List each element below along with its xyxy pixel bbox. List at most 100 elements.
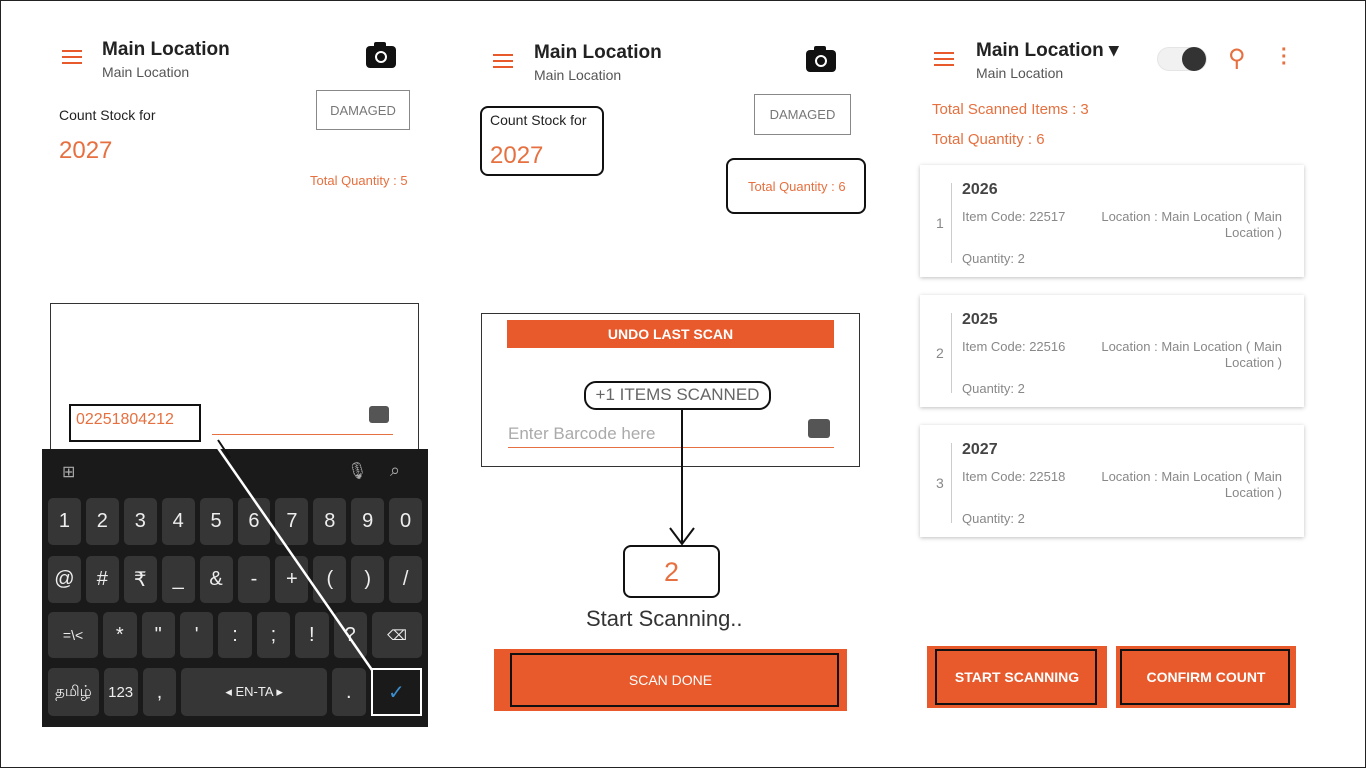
key[interactable]: @ (48, 556, 81, 603)
grid-icon[interactable]: ⊞ (62, 464, 76, 481)
menu-icon[interactable] (62, 50, 82, 64)
item-location: Location : Main Location ( Main Location… (1101, 209, 1282, 240)
items-scanned: +1 ITEMS SCANNED (595, 385, 760, 404)
item-index: 3 (936, 475, 944, 491)
key-language[interactable]: தமிழ் (48, 668, 99, 716)
key[interactable]: ' (179, 612, 214, 658)
key[interactable]: : (218, 612, 252, 658)
key[interactable]: 3 (123, 498, 157, 545)
key[interactable]: & (199, 556, 233, 603)
key[interactable]: ; (256, 612, 291, 658)
menu-icon[interactable] (493, 54, 513, 68)
barcode-callout (69, 404, 201, 442)
input-underline (508, 447, 834, 448)
total-quantity: Total Quantity : 6 (748, 179, 846, 194)
key[interactable]: 2 (85, 498, 119, 545)
camera-icon[interactable] (366, 42, 396, 68)
scan-count: 2 (663, 557, 680, 587)
annotation-line (216, 447, 374, 671)
key[interactable]: + (275, 556, 309, 603)
damaged-button[interactable]: DAMAGED (754, 94, 851, 135)
item-code: Item Code: 22517 (962, 209, 1066, 224)
menu-icon[interactable] (934, 52, 954, 66)
scanned-callout (584, 381, 771, 410)
key-123[interactable]: 123 (103, 668, 138, 716)
key[interactable]: 8 (313, 498, 347, 545)
camera-icon[interactable] (806, 46, 836, 72)
location-title: Main Location (102, 39, 230, 60)
key-dot[interactable]: . (331, 668, 366, 716)
arrow-head (669, 527, 695, 546)
item-quantity: Quantity: 2 (962, 511, 1025, 526)
divider (951, 183, 952, 263)
key-comma[interactable]: , (142, 668, 177, 716)
total-quantity: Total Quantity : 6 (932, 131, 1045, 148)
barcode-input[interactable]: Enter Barcode here (508, 424, 656, 443)
item-location: Location : Main Location ( Main Location… (1101, 339, 1282, 370)
keyboard-icon[interactable] (369, 406, 389, 423)
start-scanning-label: START SCANNING (954, 669, 1080, 685)
mic-icon[interactable]: 🎙 (347, 463, 368, 480)
item-index: 1 (936, 215, 944, 231)
scan-status: Start Scanning.. (586, 606, 743, 631)
keyboard-icon[interactable] (808, 419, 830, 438)
more-icon[interactable]: ··· (1281, 39, 1288, 75)
key[interactable]: 4 (161, 498, 195, 545)
key-enter[interactable]: ✓ (370, 668, 423, 716)
item-name: 2025 (962, 311, 998, 328)
search-icon[interactable]: ⚲ (1228, 45, 1246, 72)
key[interactable]: ! (295, 612, 329, 658)
item-quantity: Quantity: 2 (962, 381, 1025, 396)
confirm-count-button[interactable]: CONFIRM COUNT (1116, 646, 1296, 708)
search-icon[interactable]: ⌕ (390, 460, 401, 480)
key[interactable]: 1 (48, 498, 81, 545)
key[interactable]: - (237, 556, 271, 603)
scan-done-button[interactable]: SCAN DONE (494, 649, 847, 711)
count-callout (480, 106, 604, 176)
undo-last-scan-button[interactable]: UNDO LAST SCAN (507, 320, 834, 348)
item-code: Item Code: 22518 (962, 469, 1066, 484)
barcode-input[interactable]: 02251804212 (76, 411, 174, 428)
item-index: 2 (936, 345, 944, 361)
key-space[interactable]: ◂ EN-TA ▸ (181, 668, 327, 716)
item-name: 2027 (490, 142, 544, 169)
key[interactable]: 0 (389, 498, 423, 545)
key[interactable]: / (389, 556, 423, 603)
quantity-callout (726, 158, 866, 214)
key[interactable]: 9 (351, 498, 385, 545)
input-underline (212, 434, 393, 435)
key[interactable]: ⌫ (371, 612, 423, 658)
start-scanning-button[interactable]: START SCANNING (927, 646, 1107, 708)
key[interactable]: ? (333, 612, 367, 658)
key[interactable]: =\< (48, 612, 99, 658)
location-subtitle: Main Location (976, 65, 1064, 81)
key[interactable]: _ (161, 556, 195, 603)
item-quantity: Quantity: 2 (962, 251, 1025, 266)
damaged-button[interactable]: DAMAGED (316, 90, 410, 130)
total-quantity: Total Quantity : 5 (310, 173, 408, 188)
location-dropdown[interactable]: Main Location ▾ (976, 40, 1119, 61)
key[interactable]: # (85, 556, 119, 603)
scan-mode-toggle[interactable] (1157, 47, 1207, 71)
location-subtitle: Main Location (102, 64, 190, 80)
key[interactable]: ₹ (123, 556, 157, 603)
scan-box (481, 313, 860, 467)
total-scanned: Total Scanned Items : 3 (932, 101, 1089, 118)
key[interactable]: * (103, 612, 137, 658)
item-code: Item Code: 22516 (962, 339, 1066, 354)
count-label: Count Stock for (59, 107, 156, 123)
divider (951, 313, 952, 393)
item-name: 2027 (962, 441, 998, 458)
count-label: Count Stock for (490, 112, 587, 128)
location-subtitle: Main Location (534, 67, 622, 83)
item-location: Location : Main Location ( Main Location… (1101, 469, 1282, 500)
key[interactable]: " (141, 612, 175, 658)
key[interactable]: 5 (199, 498, 233, 545)
key[interactable]: ) (351, 556, 385, 603)
key[interactable]: 6 (237, 498, 271, 545)
